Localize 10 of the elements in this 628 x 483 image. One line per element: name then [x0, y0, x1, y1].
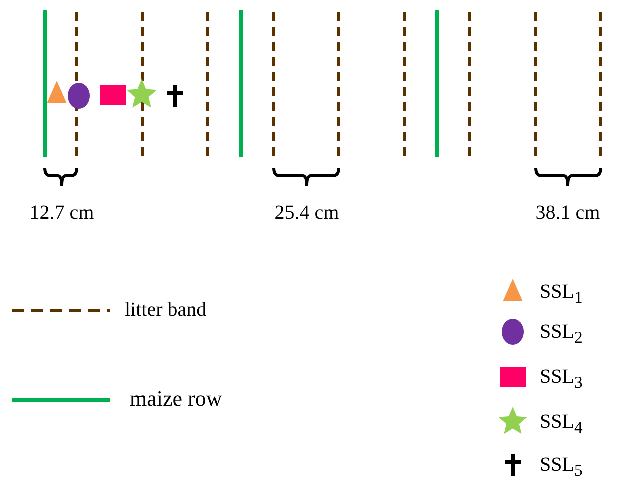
legend-label: SSL$_{4}$ [540, 412, 583, 437]
dimension-label: 12.7 cm [28, 203, 96, 223]
legend-label: SSL$_{1}$ [540, 282, 583, 307]
legend-label: litter band [125, 300, 207, 320]
dimension-label: 38.1 cm [534, 203, 602, 223]
legend-label: SSL$_{5}$ [540, 455, 583, 480]
legend-label: SSL$_{2}$ [540, 322, 583, 347]
legend-label: SSL$_{3}$ [540, 367, 583, 392]
legend-label: maize row [130, 388, 222, 410]
dimension-label: 25.4 cm [274, 203, 340, 223]
